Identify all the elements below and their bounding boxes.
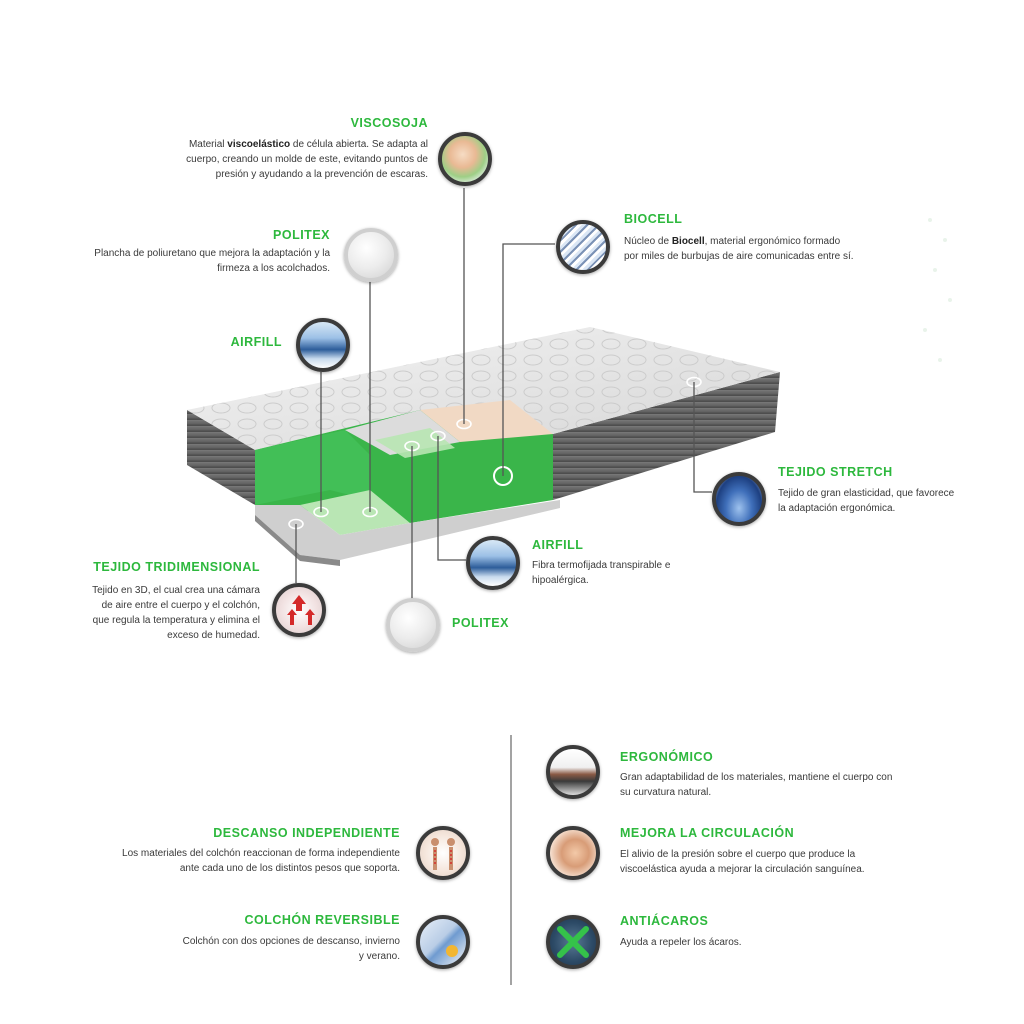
reversible-title: COLCHÓN REVERSIBLE (244, 913, 400, 927)
airfill-bottom-title: AIRFILL (532, 538, 584, 552)
airfill-bottom-description: Fibra termofijada transpirable e hipoalé… (532, 560, 671, 586)
stretch-fabric-icon (712, 472, 766, 526)
section-viscosoja (420, 400, 553, 442)
mattress-side-left (187, 410, 255, 505)
fabric-icon (386, 598, 440, 652)
3d-fabric-icon (272, 583, 326, 637)
circulacion-title: MEJORA LA CIRCULACIÓN (620, 826, 795, 840)
ergonomico-title: ERGONÓMICO (620, 750, 714, 764)
figures-icon (431, 838, 455, 870)
cross-icon (557, 926, 589, 958)
season-icon (416, 915, 470, 969)
fabric-icon (344, 228, 398, 282)
mattress-side-right (553, 372, 780, 500)
politex-top-description: Plancha de poliuretano que mejora la ada… (94, 248, 330, 274)
section-bottom-cover (255, 500, 560, 560)
foam-cells-icon (556, 220, 610, 274)
ergonomico-description: Gran adaptabilidad de los materiales, ma… (620, 772, 893, 798)
tejido-stretch-description: Tejido de gran elasticidad, que favorece… (778, 488, 955, 514)
antiacaros-title: ANTIÁCAROS (620, 914, 709, 928)
politex-top-title: POLITEX (273, 228, 330, 242)
air-fiber-icon (296, 318, 350, 372)
viscosoja-title: VISCOSOJA (350, 116, 428, 130)
arrows-icon (287, 595, 315, 625)
tejido-tridimensional-description: Tejido en 3D, el cual crea una cámara de… (92, 585, 260, 641)
viscosoja-description: Material viscoelástico de célula abierta… (186, 139, 428, 180)
air-fiber-icon (466, 536, 520, 590)
antiacaros-description: Ayuda a repeler los ácaros. (620, 937, 742, 948)
section-politex (300, 490, 410, 535)
mite-cross-icon (546, 915, 600, 969)
couple-icon (416, 826, 470, 880)
body-icon (546, 745, 600, 799)
politex-bottom-title: POLITEX (452, 616, 509, 630)
biocell-description: Núcleo de Biocell, material ergonómico f… (624, 236, 854, 262)
sun-icon (446, 945, 458, 957)
foam-icon (438, 132, 492, 186)
tejido-tridimensional-title: TEJIDO TRIDIMENSIONAL (93, 560, 260, 574)
descanso-title: DESCANSO INDEPENDIENTE (213, 826, 400, 840)
biocell-title: BIOCELL (624, 212, 683, 226)
reversible-description: Colchón con dos opciones de descanso, in… (182, 936, 400, 962)
descanso-description: Los materiales del colchón reaccionan de… (122, 848, 400, 874)
airfill-top-title: AIRFILL (230, 335, 282, 349)
tejido-stretch-title: TEJIDO STRETCH (778, 465, 893, 479)
back-icon (546, 826, 600, 880)
circulacion-description: El alivio de la presión sobre el cuerpo … (620, 849, 865, 875)
